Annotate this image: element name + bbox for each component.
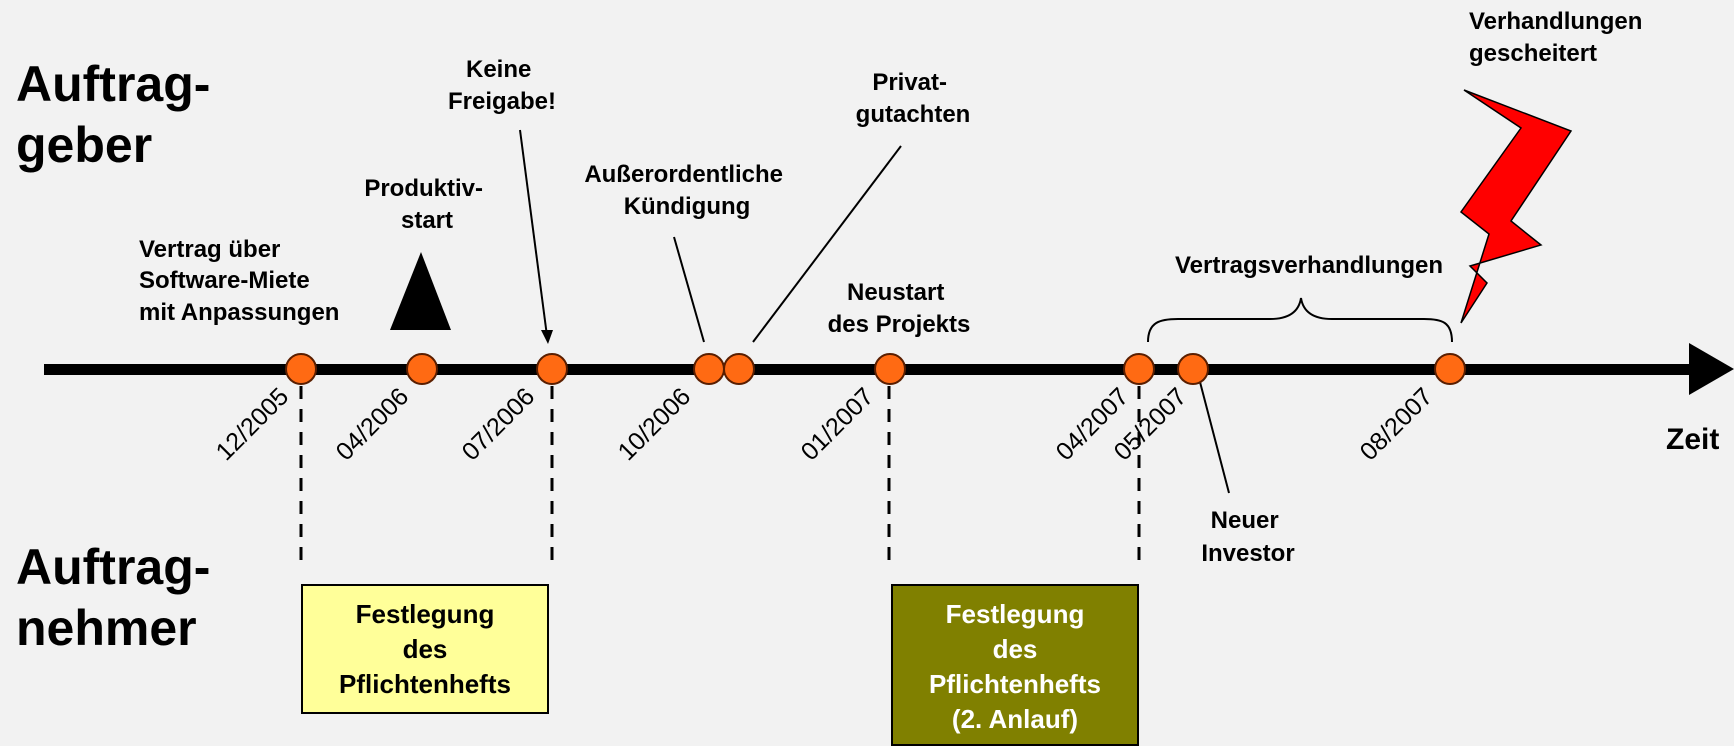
event-marker [693, 353, 725, 385]
contractor-label-line-1: Auftrag- [16, 539, 211, 595]
timeline-axis: Zeit [44, 343, 1734, 456]
lightning-icon [1459, 89, 1573, 324]
event-no-release-line: Keine [466, 56, 531, 83]
event-contract-line: Vertrag über [139, 236, 280, 263]
date-label: 10/2006 [613, 382, 697, 466]
arrowhead-no-release [541, 330, 553, 344]
date-labels: 12/2005 04/2006 07/2006 10/2006 01/2007 … [211, 382, 1439, 466]
event-expert-opinion-line: Privat- [872, 69, 947, 96]
connector-expert-opinion [752, 145, 902, 343]
event-contract-line: mit Anpassungen [139, 299, 339, 326]
production-start-triangle [390, 252, 451, 330]
event-markers [285, 353, 1466, 385]
client-label-line-1: Auftrag- [16, 56, 211, 112]
event-marker [536, 353, 568, 385]
event-expert-opinion-line: gutachten [856, 101, 971, 128]
axis-line [44, 364, 1694, 375]
spec-box-second-line: Pflichtenhefts [929, 669, 1101, 699]
event-marker [1434, 353, 1466, 385]
contractor-label: Auftrag- nehmer [16, 537, 210, 659]
event-marker [723, 353, 755, 385]
spec-box-second: Festlegung des Pflichtenhefts (2. Anlauf… [891, 584, 1139, 746]
axis-label: Zeit [1666, 423, 1719, 456]
event-negotiations-failed-line: Verhandlungen [1469, 8, 1642, 35]
event-marker [874, 353, 906, 385]
event-no-release-line: Freigabe! [448, 88, 556, 115]
event-negotiations-failed-line: gescheitert [1469, 40, 1597, 67]
event-marker [1177, 353, 1209, 385]
date-label: 12/2005 [211, 382, 295, 466]
connector-no-release [519, 129, 548, 337]
contractor-label-line-2: nehmer [16, 600, 197, 656]
event-marker [406, 353, 438, 385]
event-marker [1123, 353, 1155, 385]
event-production-start-line: Produktiv- [364, 175, 483, 202]
connector-new-investor [1199, 381, 1230, 494]
date-label: 01/2007 [796, 382, 880, 466]
event-no-release: Keine Freigabe! [448, 56, 556, 115]
event-labels: Vertrag über Software-Miete mit Anpassun… [139, 8, 1649, 567]
dashed-guides [299, 386, 1141, 570]
event-new-investor-line: Neuer [1211, 507, 1279, 534]
connector-lines [519, 129, 1230, 494]
event-negotiations: Vertragsverhandlungen [1175, 252, 1443, 279]
event-contract-line: Software-Miete [139, 267, 310, 294]
event-negotiations-failed: Verhandlungen gescheitert [1469, 8, 1649, 67]
event-termination-line: Außerordentliche [584, 161, 783, 188]
spec-box-first: Festlegung des Pflichtenhefts [301, 584, 549, 714]
event-new-investor-line: Investor [1201, 540, 1294, 567]
event-production-start-line: start [401, 207, 453, 234]
event-restart-line: Neustart [847, 279, 944, 306]
spec-box-second-line: des [992, 634, 1038, 664]
client-label-line-2: geber [16, 117, 153, 173]
event-marker [285, 353, 317, 385]
event-expert-opinion: Privat- gutachten [856, 69, 971, 128]
connector-termination [673, 236, 705, 343]
event-production-start: Produktiv- start [364, 175, 489, 234]
event-termination: Außerordentliche Kündigung [584, 161, 789, 220]
event-restart-line: des Projekts [828, 311, 971, 338]
client-label: Auftrag- geber [16, 54, 210, 176]
negotiations-brace [1147, 297, 1453, 343]
event-restart: Neustart des Projekts [828, 279, 971, 338]
date-label: 07/2006 [457, 382, 541, 466]
axis-arrowhead [1689, 343, 1734, 395]
spec-box-second-line: (2. Anlauf) [951, 704, 1079, 734]
spec-box-first-line: des [402, 634, 448, 664]
spec-box-second-line: Festlegung [945, 599, 1085, 629]
event-contract: Vertrag über Software-Miete mit Anpassun… [139, 236, 339, 326]
spec-box-first-line: Festlegung [355, 599, 495, 629]
event-new-investor: Neuer Investor [1201, 507, 1294, 567]
date-label: 04/2006 [331, 382, 415, 466]
date-label: 08/2007 [1355, 382, 1439, 466]
event-termination-line: Kündigung [624, 193, 751, 220]
spec-box-first-line: Pflichtenhefts [339, 669, 511, 699]
